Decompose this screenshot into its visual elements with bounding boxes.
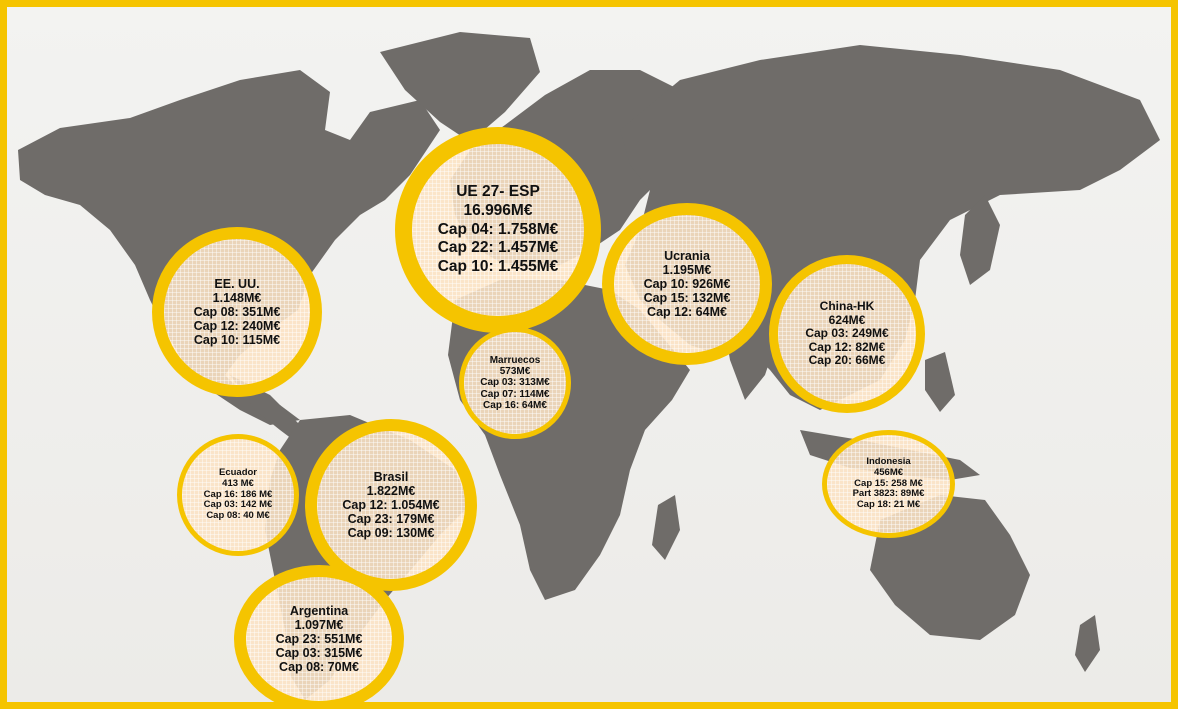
market-bubble-china-hk[interactable]: China-HK 624M€ Cap 03: 249M€ Cap 12: 82M…	[769, 255, 925, 413]
market-chapter: Cap 03: 315M€	[275, 646, 363, 660]
market-name: Brasil	[373, 470, 409, 484]
market-chapter: Cap 10: 926M€	[643, 277, 731, 291]
market-chapter: Cap 15: 258 M€	[854, 477, 923, 489]
market-chapter: Part 3823: 89M€	[852, 488, 925, 500]
market-bubble-morocco[interactable]: Marruecos 573M€ Cap 03: 313M€ Cap 07: 11…	[459, 327, 571, 439]
market-chapter: Cap 12: 240M€	[193, 319, 281, 333]
market-chapter: Cap 09: 130M€	[347, 526, 435, 540]
market-total: 1.195M€	[662, 263, 712, 277]
market-bubble-usa[interactable]: EE. UU. 1.148M€ Cap 08: 351M€ Cap 12: 24…	[152, 227, 322, 397]
market-name: Indonesia	[866, 456, 911, 468]
landmass-madagascar	[652, 495, 680, 560]
market-name: UE 27- ESP	[456, 182, 540, 200]
market-chapter: Cap 04: 1.758M€	[437, 220, 559, 238]
market-chapter: Cap 08: 351M€	[193, 305, 281, 319]
market-chapter: Cap 07: 114M€	[480, 388, 550, 400]
market-total: 413 M€	[222, 478, 254, 490]
market-chapter: Cap 08: 40 M€	[206, 509, 270, 521]
market-chapter: Cap 20: 66M€	[808, 353, 886, 368]
market-name: Ucrania	[664, 249, 710, 263]
market-chapter: Cap 12: 1.054M€	[342, 498, 440, 512]
market-chapter: Cap 12: 64M€	[647, 305, 727, 319]
market-bubble-argentina[interactable]: Argentina 1.097M€ Cap 23: 551M€ Cap 03: …	[234, 565, 404, 702]
market-total: 624M€	[828, 312, 866, 327]
market-bubble-ukraine[interactable]: Ucrania 1.195M€ Cap 10: 926M€ Cap 15: 13…	[602, 203, 772, 365]
market-name: Marruecos	[489, 355, 541, 367]
market-name: EE. UU.	[214, 277, 260, 291]
market-bubble-indonesia[interactable]: Indonesia 456M€ Cap 15: 258 M€ Part 3823…	[822, 430, 955, 538]
market-name: Argentina	[289, 604, 349, 618]
market-total: 1.148M€	[212, 291, 262, 305]
market-bubble-ecuador[interactable]: Ecuador 413 M€ Cap 16: 186 M€ Cap 03: 14…	[177, 434, 299, 556]
market-total: 1.822M€	[366, 484, 416, 498]
market-chapter: Cap 10: 1.455M€	[437, 258, 559, 276]
market-chapter: Cap 23: 551M€	[275, 632, 363, 646]
market-name: China-HK	[819, 299, 875, 314]
landmass-japan	[960, 195, 1000, 285]
market-chapter: Cap 03: 249M€	[805, 326, 889, 341]
market-chapter: Cap 16: 64M€	[483, 399, 547, 411]
landmass-philippines	[925, 352, 955, 412]
market-total: 1.097M€	[294, 618, 344, 632]
market-bubble-brazil[interactable]: Brasil 1.822M€ Cap 12: 1.054M€ Cap 23: 1…	[305, 419, 477, 591]
landmass-new-zealand	[1075, 615, 1100, 672]
market-total: 573M€	[499, 366, 531, 378]
market-chapter: Cap 22: 1.457M€	[437, 239, 559, 257]
market-chapter: Cap 03: 313M€	[480, 377, 550, 389]
market-bubble-eu[interactable]: UE 27- ESP 16.996M€ Cap 04: 1.758M€ Cap …	[395, 127, 601, 333]
market-chapter: Cap 08: 70M€	[279, 660, 359, 674]
market-chapter: Cap 23: 179M€	[347, 512, 435, 526]
market-chapter: Cap 10: 115M€	[193, 333, 281, 347]
market-total: 456M€	[873, 467, 904, 479]
landmass-greenland	[380, 32, 540, 142]
market-chapter: Cap 18: 21 M€	[856, 498, 921, 510]
market-chapter: Cap 03: 142 M€	[203, 499, 273, 511]
market-chapter: Cap 16: 186 M€	[203, 488, 273, 500]
market-total: 16.996M€	[463, 201, 533, 219]
market-name: Ecuador	[218, 467, 257, 479]
market-chapter: Cap 12: 82M€	[808, 339, 886, 354]
market-chapter: Cap 15: 132M€	[643, 291, 731, 305]
